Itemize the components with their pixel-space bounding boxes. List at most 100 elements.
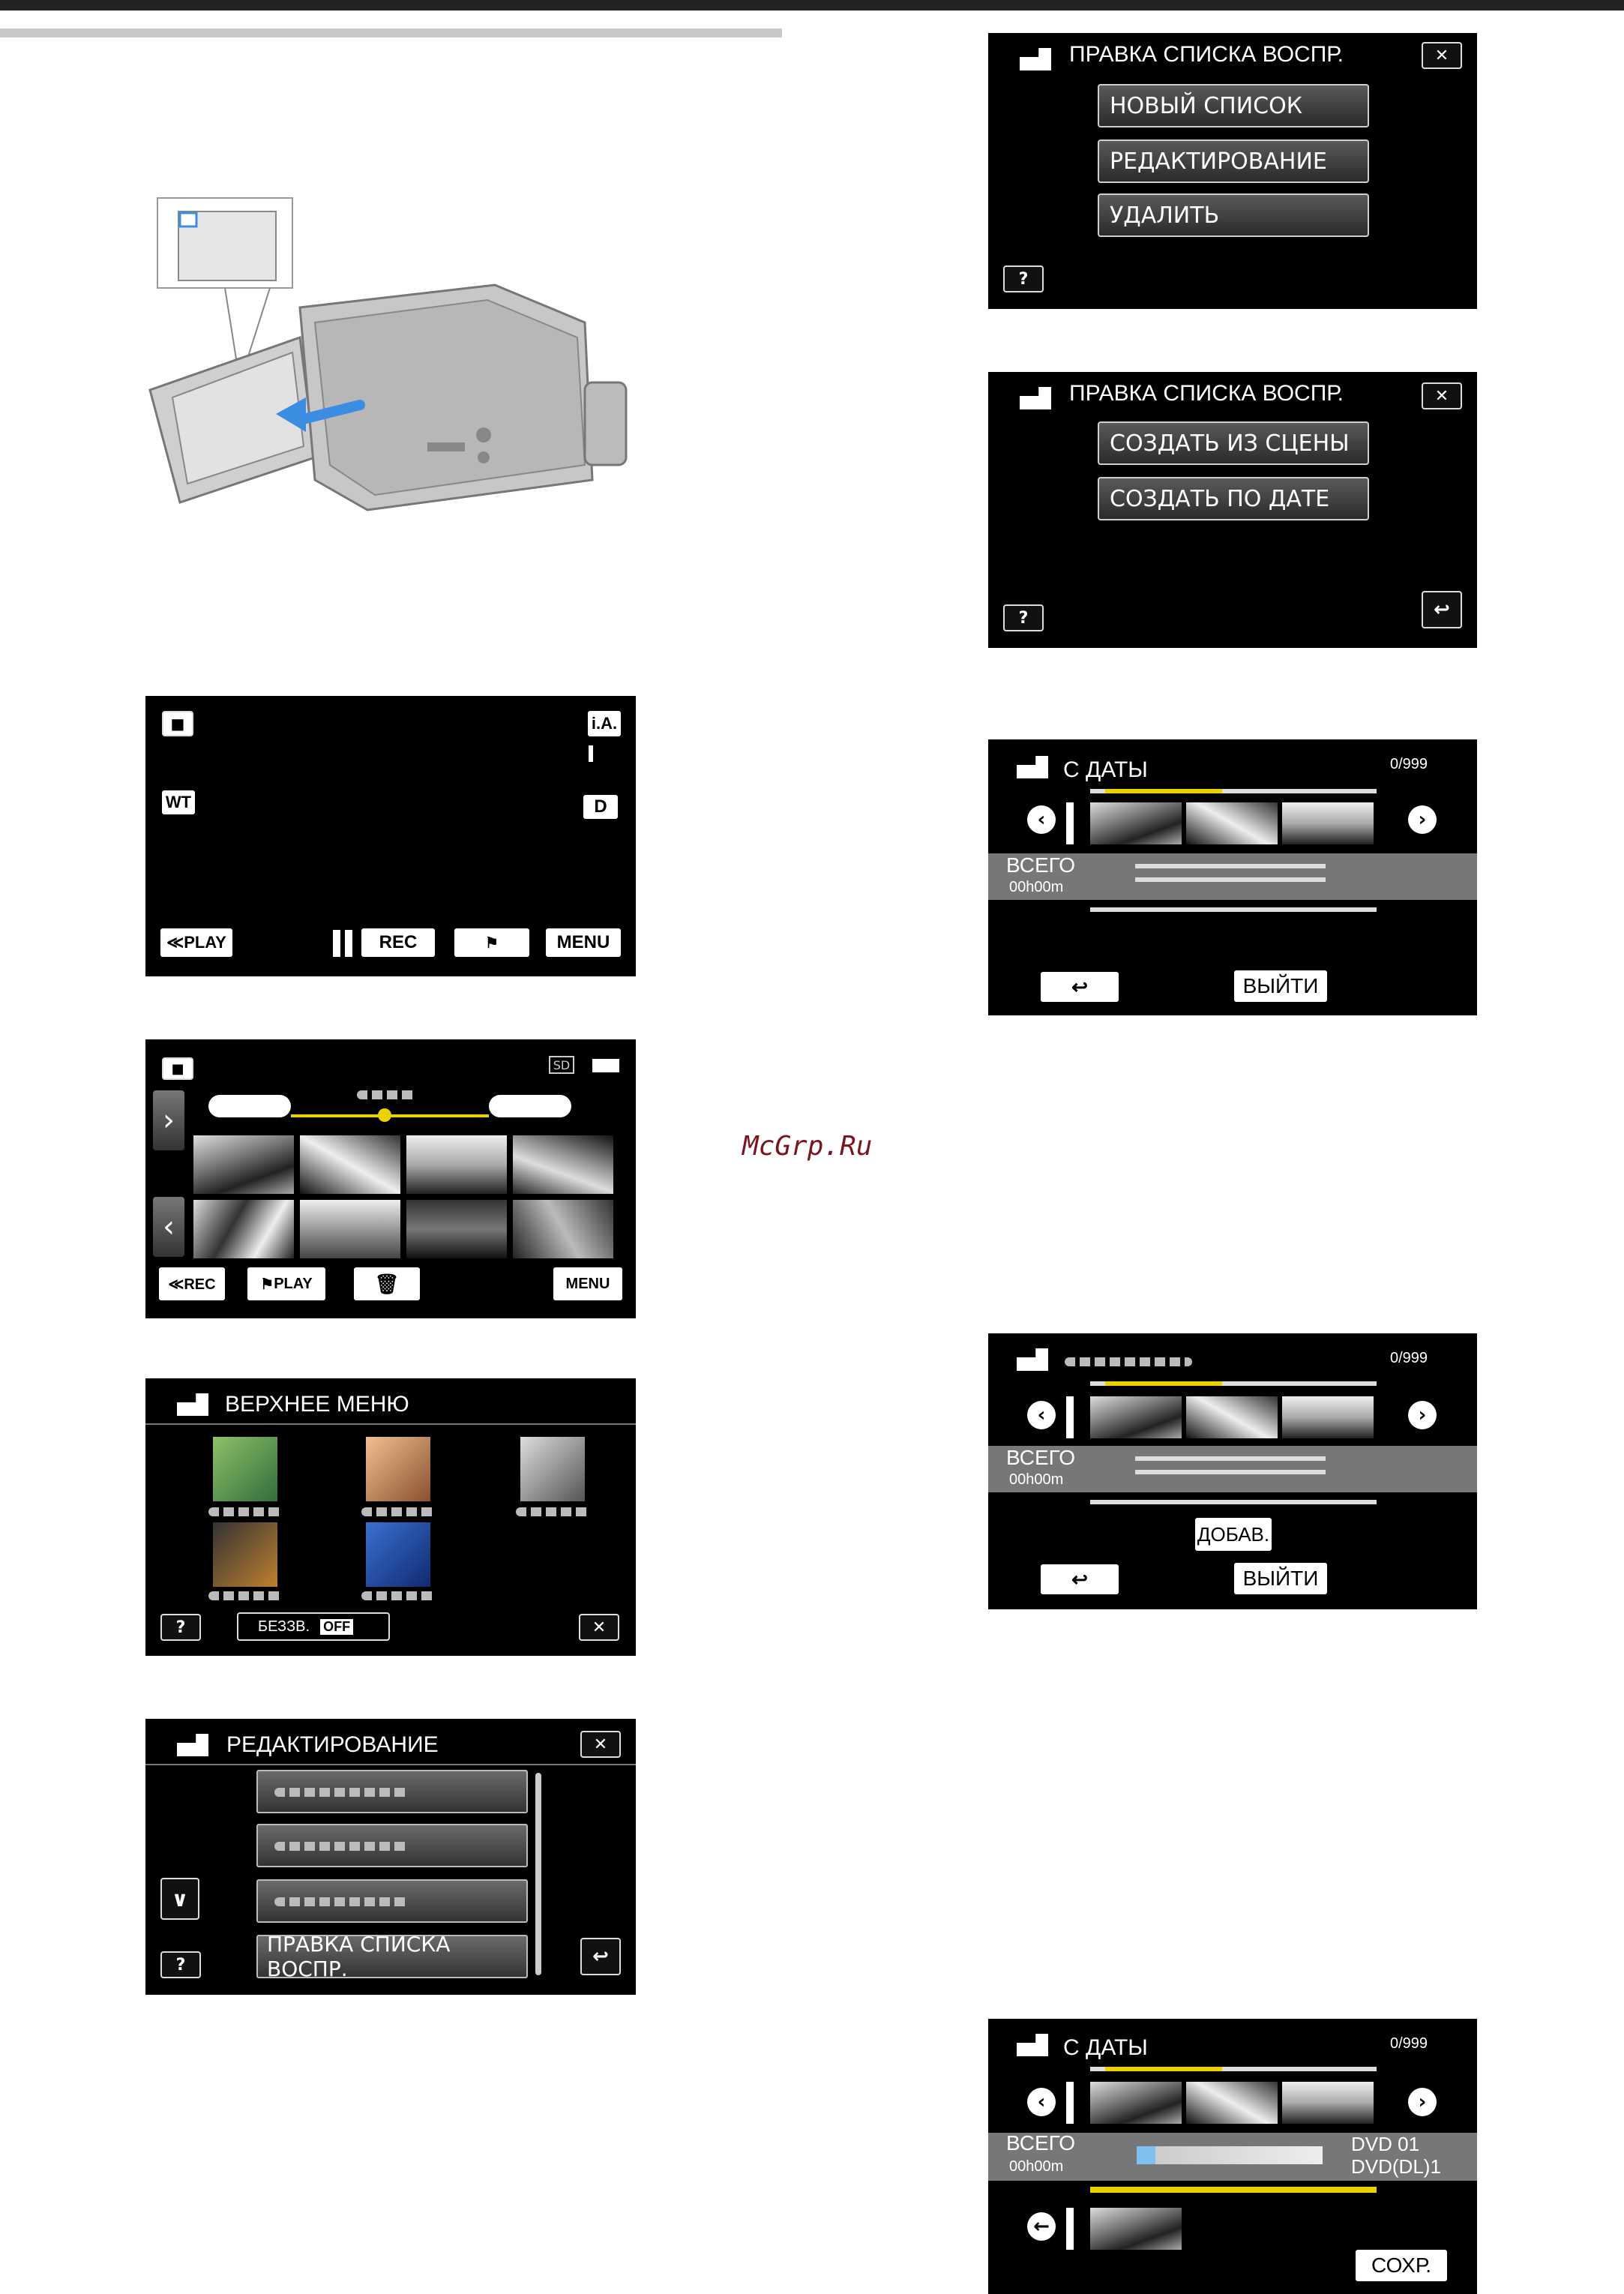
scene-thumbnail[interactable] [1090, 2082, 1182, 2124]
disc-usage-bar [1137, 2146, 1323, 2164]
edit-menu-item[interactable] [256, 1770, 528, 1813]
delete-list-button[interactable]: УДАЛИТЬ [1098, 193, 1369, 237]
thumb-edge [1066, 1396, 1074, 1438]
next-arrow-button[interactable]: › [1408, 2088, 1437, 2116]
scene-thumbnail[interactable] [1282, 2082, 1374, 2124]
thumb-edge [1066, 2082, 1074, 2124]
new-list-button[interactable]: НОВЫЙ СПИСОК [1098, 84, 1369, 127]
create-from-scene-button[interactable]: СОЗДАТЬ ИЗ СЦЕНЫ [1098, 421, 1369, 465]
top-menu-screen: ВЕРХНЕЕ МЕНЮ ? БЕЗЗВ.OFF ✕ [145, 1378, 636, 1656]
trash-icon: 🗑 [374, 1272, 400, 1295]
help-button[interactable]: ? [1003, 604, 1044, 631]
trash-button[interactable]: 🗑 [354, 1267, 420, 1300]
copy-media-icon[interactable] [213, 1522, 277, 1587]
scroll-down-button[interactable]: ∨ [160, 1878, 199, 1920]
thumbnail[interactable] [300, 1200, 400, 1258]
menu-button[interactable]: MENU [546, 928, 621, 957]
silent-label: БЕЗЗВ. [258, 1618, 310, 1635]
scene-thumbnail[interactable] [1186, 1396, 1278, 1438]
edit-list-button[interactable]: РЕДАКТИРОВАНИЕ [1098, 139, 1369, 183]
thumbnail[interactable] [406, 1135, 507, 1194]
snapshot-button[interactable]: ⚑ [454, 928, 529, 957]
pause-icon-bar1 [333, 930, 340, 957]
next-arrow-button[interactable]: › [1408, 805, 1437, 834]
chevron-down-icon: ∨ [171, 1886, 189, 1912]
next-page-button[interactable]: › [153, 1090, 184, 1150]
total-strip [988, 1446, 1477, 1492]
help-button[interactable]: ? [1003, 265, 1044, 292]
total-label: ВСЕГО [1006, 1446, 1076, 1469]
watermark: McGrp.Ru [742, 1131, 873, 1162]
video-mode-icon[interactable]: ■ [162, 711, 193, 736]
save-button[interactable]: СОХР. [1356, 2250, 1447, 2281]
intelligent-auto-icon[interactable]: i.A. [588, 711, 621, 736]
video-camera-icon [1020, 387, 1051, 409]
range-selection [1105, 1381, 1222, 1386]
menu-button[interactable]: MENU [553, 1267, 622, 1300]
settings-gear-icon[interactable] [520, 1437, 585, 1501]
close-button[interactable]: ✕ [579, 1614, 619, 1641]
thumb-edge [1066, 2208, 1074, 2250]
silent-toggle[interactable]: БЕЗЗВ.OFF [237, 1612, 390, 1641]
video-camera-icon [1017, 2034, 1048, 2056]
play-mode-button[interactable]: ≪PLAY [160, 928, 232, 957]
add-button[interactable]: ДОБАВ. [1195, 1518, 1272, 1551]
menu-title: РЕДАКТИРОВАНИЕ [226, 1732, 439, 1757]
prev-arrow-button[interactable]: ‹ [1027, 1401, 1056, 1429]
rec-mode-button[interactable]: ≪REC [159, 1267, 225, 1300]
prev-arrow-button[interactable]: ‹ [1027, 805, 1056, 834]
next-arrow-button[interactable]: › [1408, 1401, 1437, 1429]
close-button[interactable]: ✕ [1422, 382, 1462, 409]
back-button[interactable]: ↩ [1041, 1564, 1119, 1594]
back-button[interactable]: ↩ [1041, 972, 1119, 1002]
playlist-edit-item[interactable]: ПРАВКА СПИСКА ВОСПР. [256, 1932, 528, 1981]
display-d-icon[interactable]: D [583, 795, 618, 819]
scene-thumbnail[interactable] [1090, 802, 1182, 844]
timeline-marker[interactable] [378, 1108, 391, 1122]
playlist-bar [1090, 1500, 1377, 1504]
recording-screen: ■ i.A. WT D ≪PLAY REC ⚑ MENU [145, 696, 636, 976]
create-by-date-button[interactable]: СОЗДАТЬ ПО ДАТЕ [1098, 477, 1369, 520]
thumbnail[interactable] [513, 1135, 613, 1194]
scene-thumbnail[interactable] [1186, 2082, 1278, 2124]
rec-button[interactable]: REC [361, 928, 435, 957]
thumbnail[interactable] [193, 1135, 294, 1194]
date-end-pill [489, 1095, 571, 1117]
thumbnail[interactable] [193, 1200, 294, 1258]
playlist-bar [1090, 2187, 1377, 2193]
return-arrow-button[interactable]: ← [1027, 2212, 1056, 2241]
video-menu-icon[interactable] [213, 1437, 277, 1501]
exit-button[interactable]: ВЫЙТИ [1234, 970, 1327, 1002]
help-button[interactable]: ? [160, 1951, 201, 1978]
scrollbar[interactable] [535, 1773, 541, 1975]
edit-menu-item[interactable] [256, 1879, 528, 1923]
sd-card-icon: SD [549, 1056, 574, 1074]
thumbnail[interactable] [406, 1200, 507, 1258]
exit-button[interactable]: ВЫЙТИ [1234, 1563, 1327, 1594]
video-mode-icon[interactable]: ■ [162, 1057, 193, 1080]
help-button[interactable]: ? [160, 1614, 201, 1641]
digest-play-button[interactable]: ⚑PLAY [247, 1267, 325, 1300]
scene-thumbnail[interactable] [1282, 1396, 1374, 1438]
capacity-bar [1135, 864, 1326, 868]
playlist-thumbnail[interactable] [1090, 2208, 1182, 2250]
scene-thumbnail[interactable] [1282, 802, 1374, 844]
connect-icon[interactable] [366, 1522, 430, 1587]
edit-tools-icon[interactable] [366, 1437, 430, 1501]
back-button[interactable]: ↩ [580, 1938, 621, 1975]
edit-menu-item[interactable] [256, 1824, 528, 1867]
capacity-bar [1135, 1456, 1326, 1461]
close-button[interactable]: ✕ [580, 1731, 621, 1758]
by-date-screen: С ДАТЫ 0/999 ‹ › ВСЕГО 00h00m ↩ ВЫЙТИ [988, 739, 1477, 1015]
thumbnail[interactable] [300, 1135, 400, 1194]
menu-title: ВЕРХНЕЕ МЕНЮ [225, 1392, 409, 1417]
prev-arrow-button[interactable]: ‹ [1027, 2088, 1056, 2116]
scene-thumbnail[interactable] [1090, 1396, 1182, 1438]
thumbnail[interactable] [513, 1200, 613, 1258]
back-button[interactable]: ↩ [1422, 591, 1462, 628]
zoom-wt-icon[interactable]: WT [162, 790, 195, 814]
prev-page-button[interactable]: ‹ [153, 1197, 184, 1257]
scene-thumbnail[interactable] [1186, 802, 1278, 844]
close-button[interactable]: ✕ [1422, 42, 1462, 69]
edit-menu-screen: РЕДАКТИРОВАНИЕ ✕ ПРАВКА СПИСКА ВОСПР. ∨ … [145, 1719, 636, 1995]
